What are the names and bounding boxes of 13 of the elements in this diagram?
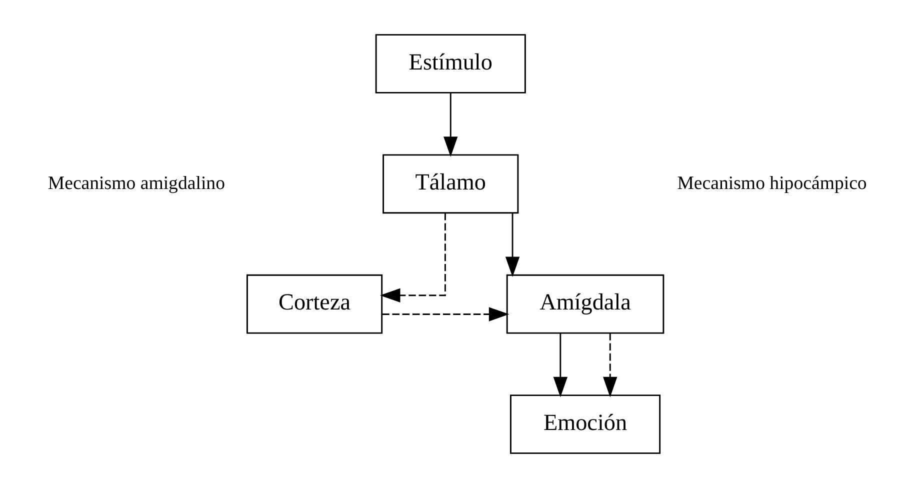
arrow [553,333,568,398]
arrow [382,307,510,322]
arrow [603,333,618,398]
node-box: Emoción [510,394,661,454]
label: Mecanismo hipocámpico [677,172,867,194]
arrow [444,92,458,157]
label: Mecanismo amigdalino [48,172,226,194]
node-box: Amígdala [506,274,664,334]
node-box: Tálamo [382,154,519,214]
arrow [505,213,520,278]
arrow [380,213,446,302]
node-box: Corteza [246,274,383,334]
node-box: Estímulo [375,34,526,94]
